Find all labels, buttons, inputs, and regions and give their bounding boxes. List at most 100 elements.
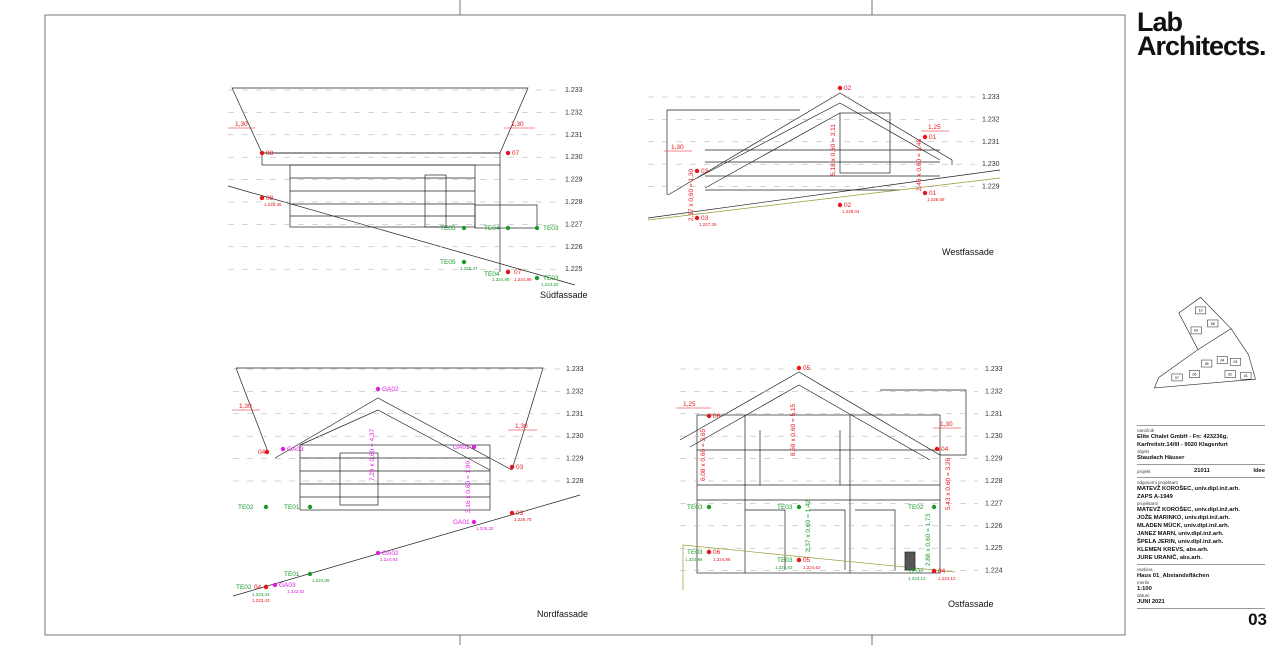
- height-calculation-label: 5,18 x 0,60 = 3,11: [830, 124, 837, 176]
- logo-line-1: Lab: [1137, 7, 1183, 37]
- level-label: 1.229: [565, 177, 583, 184]
- level-label: 1.230: [985, 433, 1003, 440]
- site-house-04: 04: [1216, 356, 1228, 364]
- nordfassade-drawing: [232, 367, 581, 597]
- client: Elite Chalet GmbH - Fn: 423236g,: [1137, 434, 1228, 440]
- height-calculation-label: 2,17 x 0,60 = 1,30: [688, 169, 695, 222]
- level-label: 1.231: [565, 132, 583, 139]
- site-house-05: 05: [1201, 359, 1213, 368]
- project-number: 21011: [1194, 468, 1210, 474]
- survey-point-marker: [461, 259, 467, 265]
- elevation-label: 1.224,08: [312, 578, 330, 583]
- survey-point-label: GA03: [279, 582, 296, 589]
- elevation-label: 1.224,63: [775, 565, 793, 570]
- level-label: 1.229: [566, 456, 584, 463]
- survey-point-marker: [837, 202, 843, 208]
- designers-list: MATEVŽ KOROŠEC, univ.dipl.inž.arh. JOŽE M…: [1137, 506, 1265, 562]
- dimension-label: 1,30: [235, 121, 248, 128]
- date-label: datum: [1137, 593, 1150, 598]
- svg-text:02: 02: [1228, 372, 1232, 376]
- level-label: 1.229: [985, 456, 1003, 463]
- survey-point-label: GA02: [382, 386, 399, 393]
- survey-point-label: TE03: [687, 549, 703, 556]
- survey-point-label: 06: [713, 549, 721, 556]
- survey-point-marker: [706, 549, 712, 555]
- survey-point-label: 04: [938, 568, 946, 575]
- elevation-label: 1.224,63: [803, 565, 821, 570]
- level-label: 1.233: [982, 94, 1000, 101]
- survey-point-marker: [534, 225, 540, 231]
- level-label: 1.230: [566, 433, 584, 440]
- height-calculation-label: 2,88 x 0,60 = 1,73: [925, 514, 932, 567]
- height-calculation-label: 5,43 x 0,60 = 3,26: [945, 458, 952, 511]
- survey-point-label: GA01: [453, 519, 470, 526]
- survey-point-marker: [837, 85, 843, 91]
- elevation-label: 1.224,82: [541, 282, 559, 287]
- survey-point-label: 01: [929, 190, 937, 197]
- survey-point-label: 08: [266, 195, 274, 202]
- svg-text:05: 05: [1205, 362, 1209, 366]
- facade-title: Ostfassade: [948, 599, 994, 609]
- survey-point-label: GA03: [287, 446, 304, 453]
- elevation-label: 1.223,52: [287, 589, 305, 594]
- survey-point-marker: [505, 225, 511, 231]
- site-house-03: 03: [1229, 358, 1241, 366]
- site-house-02: 02: [1224, 370, 1236, 378]
- facade-ostfassade: Ostfassade1.2331.2321.2311.2301.2291.228…: [676, 365, 1003, 609]
- survey-point-marker: [796, 557, 802, 563]
- level-label: 1.227: [565, 221, 583, 228]
- responsible-label: odgovorni projektant: [1137, 480, 1178, 485]
- survey-point-marker: [280, 446, 286, 452]
- facade-title: Nordfassade: [537, 609, 588, 619]
- survey-point-marker: [272, 582, 278, 588]
- elevation-label: 1.224,96: [685, 557, 703, 562]
- facade-title: Westfassade: [942, 247, 994, 257]
- survey-point-marker: [505, 150, 511, 156]
- project-phase: Idee: [1253, 468, 1265, 474]
- svg-text:10: 10: [1199, 309, 1203, 313]
- responsible-architect: MATEVŽ KOROŠEC, univ.dipl.inž.arh.: [1137, 486, 1240, 492]
- level-label: 1.228: [565, 199, 583, 206]
- site-house-08: 08: [1207, 319, 1219, 328]
- designer: MATEVŽ KOROŠEC, univ.dipl.inž.arh.: [1137, 507, 1240, 513]
- survey-point-marker: [934, 446, 940, 452]
- level-label: 1.224: [985, 568, 1003, 575]
- survey-point-marker: [259, 150, 265, 156]
- dimension-label: 1,30: [511, 121, 524, 128]
- survey-point-marker: [922, 134, 928, 140]
- westfassade-drawing: [647, 92, 1001, 221]
- survey-point-marker: [263, 504, 269, 510]
- elevation-label: 1.227,39: [699, 222, 717, 227]
- level-label: 1.231: [985, 411, 1003, 418]
- ostfassade-drawing: [679, 371, 967, 590]
- survey-point-marker: [259, 195, 265, 201]
- survey-point-label: 04: [254, 584, 262, 591]
- elevation-label: 1.224,93: [380, 557, 398, 562]
- elevation-label: 1.226,75: [514, 517, 532, 522]
- survey-point-marker: [509, 464, 515, 470]
- survey-point-label: 07: [514, 269, 522, 276]
- designer: JOŽE MARINKO, univ.dipl.inž.arh.: [1137, 515, 1230, 521]
- level-label: 1.232: [985, 388, 1003, 395]
- designer: MLADEN MÜCK, univ.dipl.inž.arh.: [1137, 523, 1230, 529]
- survey-point-label: 05: [803, 365, 811, 372]
- survey-point-label: TE03: [543, 275, 559, 282]
- height-calculation-label: 2,46 x 0,60 = 1,48: [916, 139, 923, 192]
- sheet-number: 03: [1248, 610, 1267, 629]
- survey-point-marker: [263, 584, 269, 590]
- survey-point-label: TE02: [236, 584, 252, 591]
- level-label: 1.225: [985, 545, 1003, 552]
- svg-text:07: 07: [1175, 376, 1179, 380]
- sheet-frame: [44, 0, 1126, 645]
- elevation-label: 1.228,04: [842, 209, 860, 214]
- level-label: 1.233: [985, 366, 1003, 373]
- level-label: 1.228: [566, 478, 584, 485]
- dimension-label: 1,25: [928, 124, 941, 131]
- dimension-label: 1,30: [671, 144, 684, 151]
- designer: JURE URANIČ, abs.arh.: [1137, 555, 1203, 561]
- elevation-label: 1.223,43: [252, 598, 270, 603]
- survey-point-label: TE03: [543, 225, 559, 232]
- elevation-label: 1.228,36: [264, 202, 282, 207]
- survey-point-label: 04: [941, 446, 949, 453]
